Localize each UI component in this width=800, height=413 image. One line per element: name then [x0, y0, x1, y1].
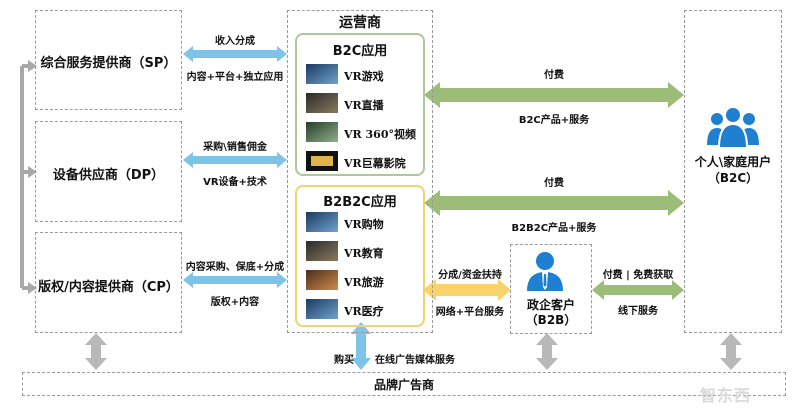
business-person-icon: [527, 252, 563, 291]
app-vr-live: VR直播: [344, 99, 384, 112]
b2b2c-service-label: B2B2C产品+服务: [511, 223, 597, 234]
app-vr-game: VR游戏: [344, 70, 384, 83]
dp-flow-bottom: VR设备+技术: [203, 177, 267, 188]
ad-buy-label: 购买: [334, 355, 354, 366]
dp-box: [35, 121, 182, 222]
sp-label: 综合服务提供商（SP）: [40, 56, 177, 71]
gov-client-box: [510, 244, 592, 334]
b2c-group-title: B2C应用: [332, 44, 388, 59]
users-icon: [707, 106, 759, 149]
app-vr-360-video: VR 360°视频: [344, 128, 416, 141]
cp-operator-arrow: [183, 272, 287, 288]
b2c-green-arrow: [424, 82, 684, 108]
gov-user-green-arrow: [592, 280, 684, 300]
provider-bracket: [20, 60, 37, 294]
cp-box: [35, 232, 182, 333]
cp-label: 版权/内容提供商（CP）: [38, 280, 179, 295]
app-vr-medical: VR医疗: [344, 305, 384, 318]
b2c-pay-label: 付费: [544, 70, 564, 81]
cp-flow-top: 内容采购、保底+分成: [185, 262, 285, 273]
b2b2c-group-title: B2B2C应用: [323, 195, 397, 210]
cp-flow-bottom: 版权+内容: [210, 297, 260, 308]
gov-flow-bottom: 网络+平台服务: [435, 307, 505, 318]
ad-blue-arrow: [351, 322, 371, 370]
brand-ads-label: 品牌广告商: [373, 378, 434, 392]
home-user-box: [684, 10, 782, 333]
sp-operator-arrow: [183, 46, 287, 62]
app-vr-cinema: VR巨幕影院: [344, 157, 406, 170]
sp-flow-bottom: 内容+平台+独立应用: [186, 72, 284, 83]
app-vr-education: VR教育: [344, 247, 384, 260]
gov-client-label: 政企客户（B2B）: [525, 298, 577, 327]
dp-label: 设备供应商（DP）: [52, 168, 165, 183]
dp-flow-top: 采购\销售佣金: [203, 142, 267, 153]
brand-ads-box: [22, 372, 786, 396]
watermark: 智东西: [700, 386, 752, 405]
app-vr-shopping: VR购物: [344, 218, 384, 231]
offline-pay-label: 付费 | 免费获取: [602, 270, 674, 281]
gov-yellow-arrow: [423, 279, 511, 301]
app-thumbnails: [306, 64, 338, 319]
gov-flow-top: 分成/资金扶持: [438, 270, 502, 281]
sp-ads-gray-arrow: [85, 333, 107, 370]
offline-service-label: 线下服务: [618, 306, 658, 317]
b2c-service-label: B2C产品+服务: [518, 115, 590, 126]
gov-ads-gray-arrow: [536, 333, 558, 370]
b2b2c-app-group: [295, 185, 425, 327]
dp-operator-arrow: [183, 152, 287, 168]
sp-flow-top: 收入分成: [215, 36, 255, 47]
b2c-app-group: [295, 33, 425, 176]
operator-title: 运营商: [339, 15, 381, 31]
b2b2c-green-arrow: [424, 190, 684, 216]
user-ads-gray-arrow: [720, 333, 742, 370]
sp-box: [35, 10, 182, 110]
operator-box: [287, 10, 433, 333]
app-vr-travel: VR旅游: [344, 276, 384, 289]
b2b2c-pay-label: 付费: [544, 178, 564, 189]
home-user-label: 个人\家庭用户（B2C）: [694, 155, 772, 185]
ad-service-label: 在线广告媒体服务: [375, 355, 455, 366]
